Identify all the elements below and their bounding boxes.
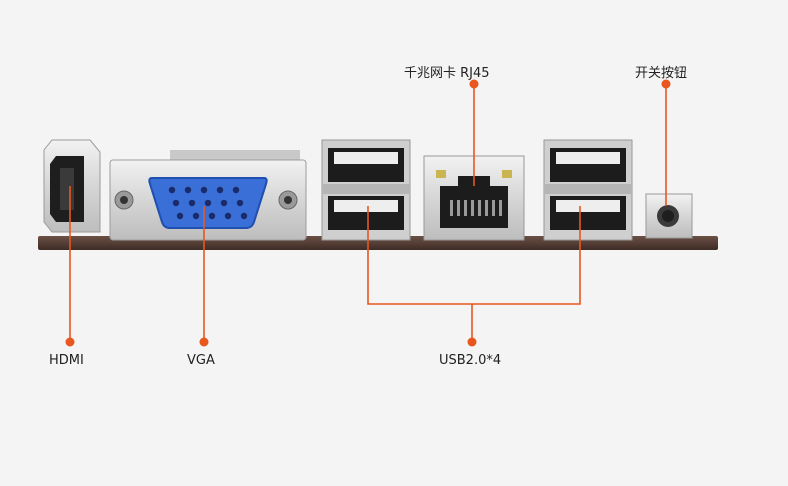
vga-pin [200,186,208,194]
usb-label: USB2.0*4 [439,353,502,368]
vga-pin [184,186,192,194]
vga-pin [192,212,200,220]
vga-pin [168,186,176,194]
vga-pin [232,186,240,194]
rj45-label: 千兆网卡 RJ45 [404,66,490,81]
vga-label: VGA [187,353,215,368]
vga-pin [236,199,244,207]
hdmi-port [43,139,101,233]
hdmi-label: HDMI [49,353,84,368]
vga-pin [216,186,224,194]
vga-port [109,150,307,241]
rj45-callout-dot [469,79,479,89]
vga-pin [172,199,180,207]
vga-callout-dot [199,337,209,347]
vga-pin [224,212,232,220]
vga-pin [176,212,184,220]
vga-pin [204,199,212,207]
vga-pin [220,199,228,207]
power-button [645,193,693,239]
vga-pin [240,212,248,220]
power-button-label: 开关按钮 [635,66,688,81]
hdmi-callout-dot [65,337,75,347]
usb-callout-dot [467,337,477,347]
usb-callout-line [367,206,581,305]
vga-pin [208,212,216,220]
power-button-callout-dot [661,79,671,89]
usb-stack-left [321,139,411,241]
vga-pin [188,199,196,207]
usb-stack-right [543,139,633,241]
